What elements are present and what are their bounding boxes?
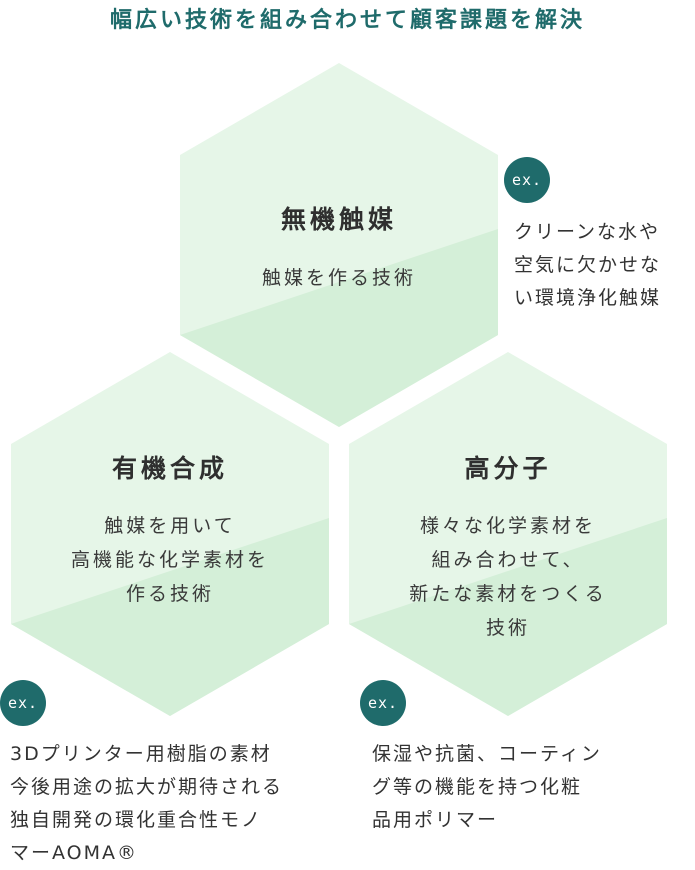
example-badge-organic: ex. — [0, 680, 46, 726]
example-line: グ等の機能を持つ化粧 — [372, 776, 583, 798]
hexagon-title-polymer: 高分子 — [464, 454, 552, 483]
example-line: 3Dプリンター用樹脂の素材 — [10, 743, 272, 765]
example-line: マーAOMA® — [10, 842, 139, 864]
example-badge-inorganic: ex. — [504, 157, 550, 203]
example-line: 保湿や抗菌、コーティン — [372, 743, 602, 765]
hexagon-description-organic: 触媒を用いて 高機能な化学素材を 作る技術 — [11, 509, 329, 611]
description-line: 高機能な化学素材を — [70, 549, 269, 571]
example-text-polymer: 保湿や抗菌、コーティン グ等の機能を持つ化粧 品用ポリマー — [372, 738, 602, 837]
hexagon-description-polymer: 様々な化学素材を 組み合わせて、 新たな素材をつくる 技術 — [349, 509, 667, 645]
description-line: 触媒を用いて — [104, 515, 236, 537]
hexagon-polymer — [349, 352, 667, 716]
hexagon-inorganic — [180, 63, 498, 427]
description-line: 触媒を作る技術 — [261, 267, 416, 289]
example-line: 品用ポリマー — [372, 809, 499, 831]
description-line: 様々な化学素材を — [419, 515, 596, 537]
example-text-organic: 3Dプリンター用樹脂の素材 今後用途の拡大が期待される 独自開発の環化重合性モノ… — [10, 738, 283, 870]
hexagon-description-inorganic: 触媒を作る技術 — [180, 261, 498, 295]
hexagon-organic — [11, 352, 329, 716]
example-line: い環境浄化触媒 — [514, 287, 662, 309]
hexagon-title-organic: 有機合成 — [111, 454, 228, 483]
example-badge-polymer: ex. — [360, 680, 406, 726]
example-line: 独自開発の環化重合性モノ — [10, 809, 263, 831]
page-title: 幅広い技術を組み合わせて顧客課題を解決 — [109, 8, 585, 33]
hexagon-title-inorganic: 無機触媒 — [280, 205, 397, 234]
description-line: 組み合わせて、 — [431, 549, 585, 571]
example-line: クリーンな水や — [514, 221, 661, 243]
description-line: 技術 — [485, 617, 530, 639]
description-line: 新たな素材をつくる — [409, 583, 607, 605]
example-line: 今後用途の拡大が期待される — [10, 776, 284, 798]
example-line: 空気に欠かせな — [514, 254, 662, 276]
example-text-inorganic: クリーンな水や 空気に欠かせな い環境浄化触媒 — [514, 216, 661, 315]
description-line: 作る技術 — [125, 583, 214, 605]
